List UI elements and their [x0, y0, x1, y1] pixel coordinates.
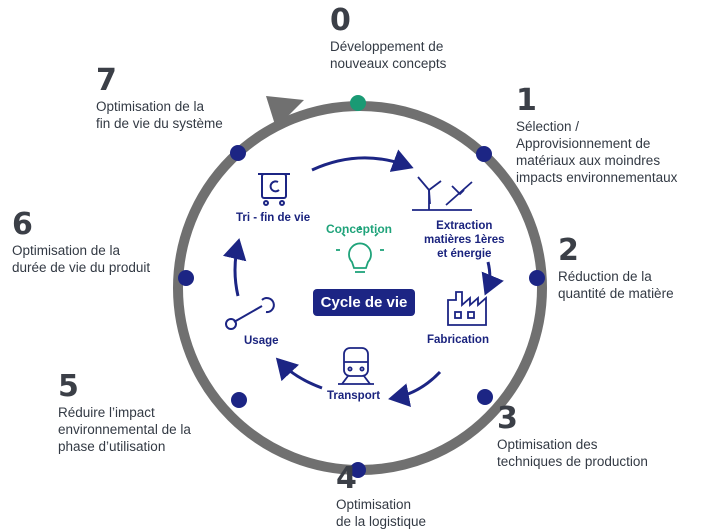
node-step-4	[350, 462, 366, 478]
lightbulb-icon	[336, 226, 384, 273]
step-2: 2 Réduction de la quantité de matière	[558, 236, 718, 302]
step-7-number: 7	[96, 63, 117, 98]
step-0-text: Développement de nouveaux concepts	[330, 39, 447, 71]
train-icon	[338, 347, 374, 385]
factory-icon	[447, 291, 487, 326]
step-3-text: Optimisation des techniques de productio…	[497, 437, 648, 469]
arrow-tri-to-extraction	[311, 149, 414, 172]
step-3-number: 3	[497, 401, 518, 436]
wrench-icon	[225, 297, 275, 330]
conception-label: Conception	[326, 222, 392, 236]
step-2-number: 2	[558, 233, 579, 268]
step-2-text: Réduction de la quantité de matière	[558, 269, 674, 301]
step-4-text: Optimisation de la logistique	[336, 497, 427, 529]
phase-usage-label: Usage	[244, 335, 279, 347]
phase-transport-label: Transport	[327, 390, 381, 402]
phase-tri-label: Tri - fin de vie	[236, 212, 311, 224]
wind-turbine-icon	[412, 176, 473, 211]
arrow-fabrication-to-transport	[388, 370, 442, 407]
step-1: 1 Sélection / Approvisionnement de matér…	[516, 86, 716, 186]
cycle-de-vie-title: Cycle de vie	[313, 289, 415, 316]
step-0-number: 0	[330, 3, 351, 38]
node-step-2	[529, 270, 545, 286]
step-6: 6 Optimisation de la durée de vie du pro…	[12, 210, 192, 276]
node-step-6	[178, 270, 194, 286]
arrow-transport-to-usage	[275, 357, 323, 390]
step-1-number: 1	[516, 83, 537, 118]
step-1-text: Sélection / Approvisionnement de matéria…	[516, 119, 678, 185]
step-0: 0 Développement de nouveaux concepts	[330, 6, 480, 72]
step-4-number: 4	[336, 461, 357, 496]
node-step-1	[476, 146, 492, 162]
step-6-text: Optimisation de la durée de vie du produ…	[12, 243, 151, 275]
phase-fabrication-label: Fabrication	[427, 334, 489, 346]
arrow-extraction-to-fabrication	[481, 261, 504, 296]
ring-arrowhead-big	[266, 96, 304, 128]
step-7-text: Optimisation de la fin de vie du système	[96, 99, 223, 131]
node-step-7	[230, 145, 246, 161]
step-5-number: 5	[58, 369, 79, 404]
phase-extraction-label: Extraction matières 1ères et énergie	[424, 220, 505, 260]
node-step-0	[350, 95, 366, 111]
step-7: 7 Optimisation de la fin de vie du systè…	[96, 66, 266, 132]
node-step-3	[477, 389, 493, 405]
step-5-text: Réduire l’impact environnemental de la p…	[58, 405, 191, 454]
recycling-bin-icon	[258, 173, 290, 206]
node-step-5	[231, 392, 247, 408]
step-3: 3 Optimisation des techniques de product…	[497, 404, 707, 470]
step-6-number: 6	[12, 207, 33, 242]
step-5: 5 Réduire l’impact environnemental de la…	[58, 372, 248, 455]
step-4: 4 Optimisation de la logistique	[336, 464, 486, 530]
arrow-usage-to-tri	[222, 238, 247, 297]
